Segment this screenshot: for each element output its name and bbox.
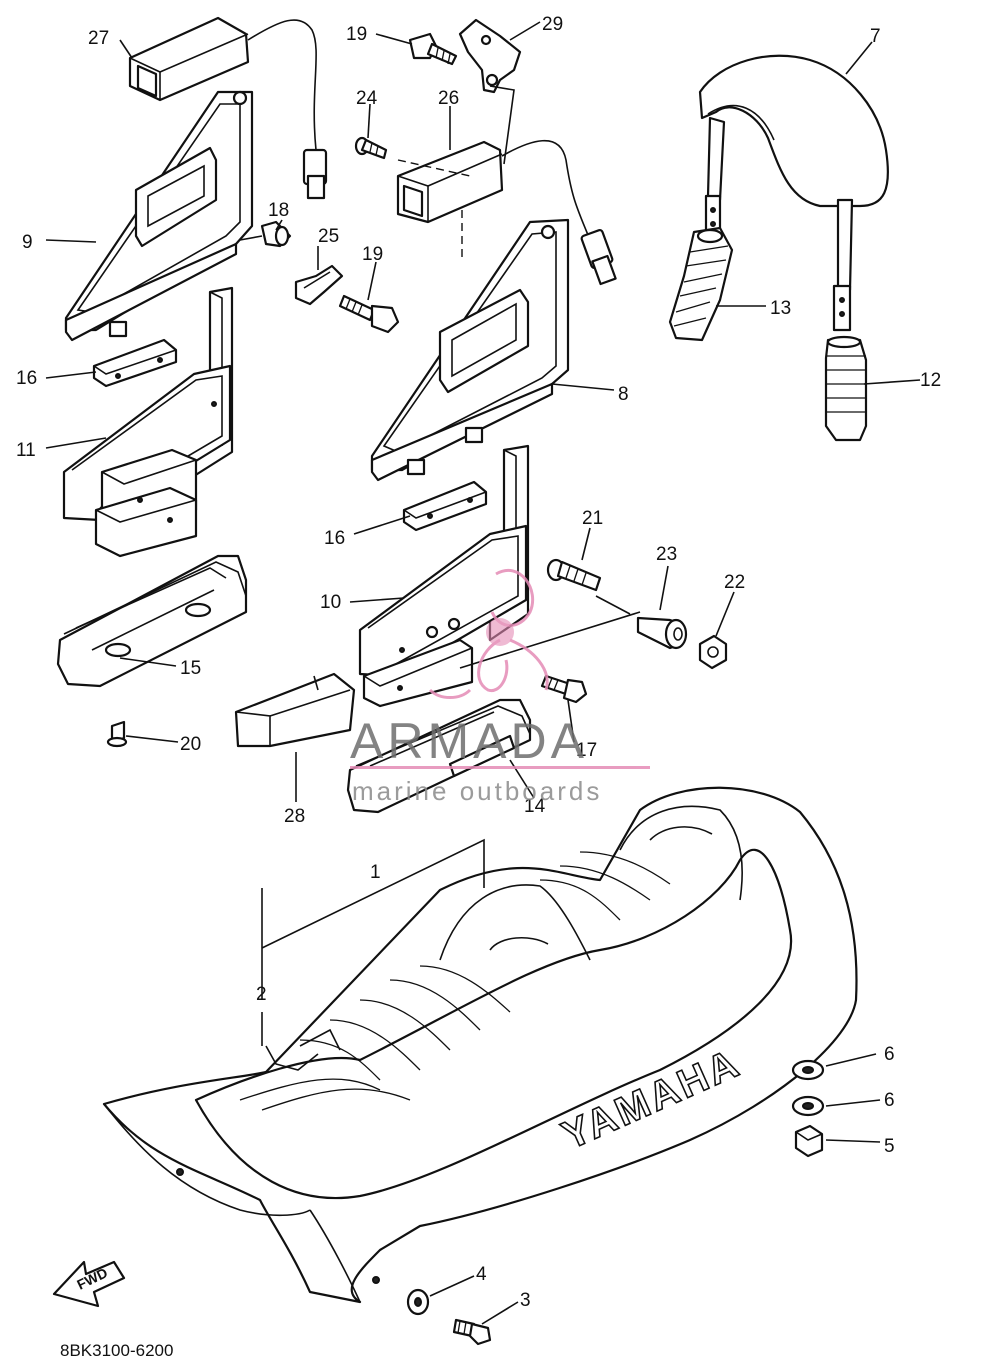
callout-25: 25 <box>318 226 339 247</box>
part-7-backrest <box>698 54 890 332</box>
callout-9: 9 <box>22 232 33 253</box>
part-20-screw <box>106 720 128 748</box>
callout-15: 15 <box>180 658 201 679</box>
part-4-washer <box>406 1288 430 1316</box>
callout-21: 21 <box>582 508 603 529</box>
callout-6b: 6 <box>884 1090 895 1111</box>
callout-2: 2 <box>256 984 267 1005</box>
part-28-clip <box>234 672 356 748</box>
part-19-bolt-top <box>408 32 458 66</box>
callout-4: 4 <box>476 1264 487 1285</box>
callout-18: 18 <box>268 200 289 221</box>
fwd-arrow-icon: FWD <box>52 1260 126 1308</box>
watermark-tagline: marine outboards <box>352 776 602 806</box>
part-16-plate-right <box>402 480 488 532</box>
callout-8: 8 <box>618 384 629 405</box>
callout-16b: 16 <box>324 528 345 549</box>
part-22-nut <box>698 634 728 670</box>
callout-10: 10 <box>320 592 341 613</box>
part-27-switch <box>128 16 328 200</box>
part-16-plate-left <box>92 338 178 388</box>
callout-19b: 19 <box>362 244 383 265</box>
callout-3: 3 <box>520 1290 531 1311</box>
part-15-armrest-left <box>56 554 248 688</box>
callout-11: 11 <box>16 440 36 461</box>
callout-29: 29 <box>542 14 563 35</box>
callout-26: 26 <box>438 88 459 109</box>
callout-5: 5 <box>884 1136 895 1157</box>
figure-code: 8BK3100-6200 <box>60 1341 173 1360</box>
callout-6: 6 <box>884 1044 895 1065</box>
assembly-line <box>595 595 631 615</box>
part-26-switch <box>396 139 617 286</box>
callout-17: 17 <box>576 740 597 761</box>
part-24-screw <box>354 136 388 160</box>
callout-23: 23 <box>656 544 677 565</box>
callout-13: 13 <box>770 298 791 319</box>
part-5-nut <box>794 1124 824 1158</box>
part-19-bolt-middle <box>338 294 400 334</box>
part-10-bracket-right <box>358 444 530 708</box>
assembly-line <box>489 85 515 165</box>
part-21-bolt <box>546 558 602 592</box>
part-17-screw <box>540 674 588 704</box>
part-12-boot <box>824 335 868 442</box>
part-25-clip <box>294 264 344 306</box>
part-3-screw <box>452 1318 492 1346</box>
part-6-washer-upper <box>791 1059 825 1081</box>
callout-22: 22 <box>724 572 745 593</box>
part-1-seat <box>102 786 858 1304</box>
part-23-collar <box>636 616 688 650</box>
part-6-washer-lower <box>791 1095 825 1117</box>
part-11-bracket-left <box>62 286 234 558</box>
assembly-line <box>459 611 641 669</box>
watermark: ARMADA marine outboards <box>350 568 650 806</box>
part-18-bushing <box>260 220 292 248</box>
watermark-logo-icon <box>428 568 549 699</box>
watermark-brand: ARMADA <box>350 713 588 769</box>
callout-28: 28 <box>284 806 305 827</box>
watermark-underline <box>350 766 650 769</box>
callout-19: 19 <box>346 24 367 45</box>
part-29-bracket <box>458 18 522 94</box>
callout-1: 1 <box>370 862 381 883</box>
callout-24: 24 <box>356 88 378 109</box>
part-8-backrest-pad-right <box>370 218 570 482</box>
part-13-boot <box>668 226 734 342</box>
assembly-line <box>239 235 263 241</box>
callout-20: 20 <box>180 734 201 755</box>
callout-16: 16 <box>16 368 37 389</box>
callout-27: 27 <box>88 28 109 49</box>
callout-labels: 27 19 29 24 26 7 9 18 25 19 13 12 16 8 1… <box>16 14 941 1311</box>
callout-14: 14 <box>524 796 546 817</box>
part-9-backrest-pad-left <box>64 90 254 342</box>
callout-7: 7 <box>870 26 881 47</box>
callout-12: 12 <box>920 370 941 391</box>
